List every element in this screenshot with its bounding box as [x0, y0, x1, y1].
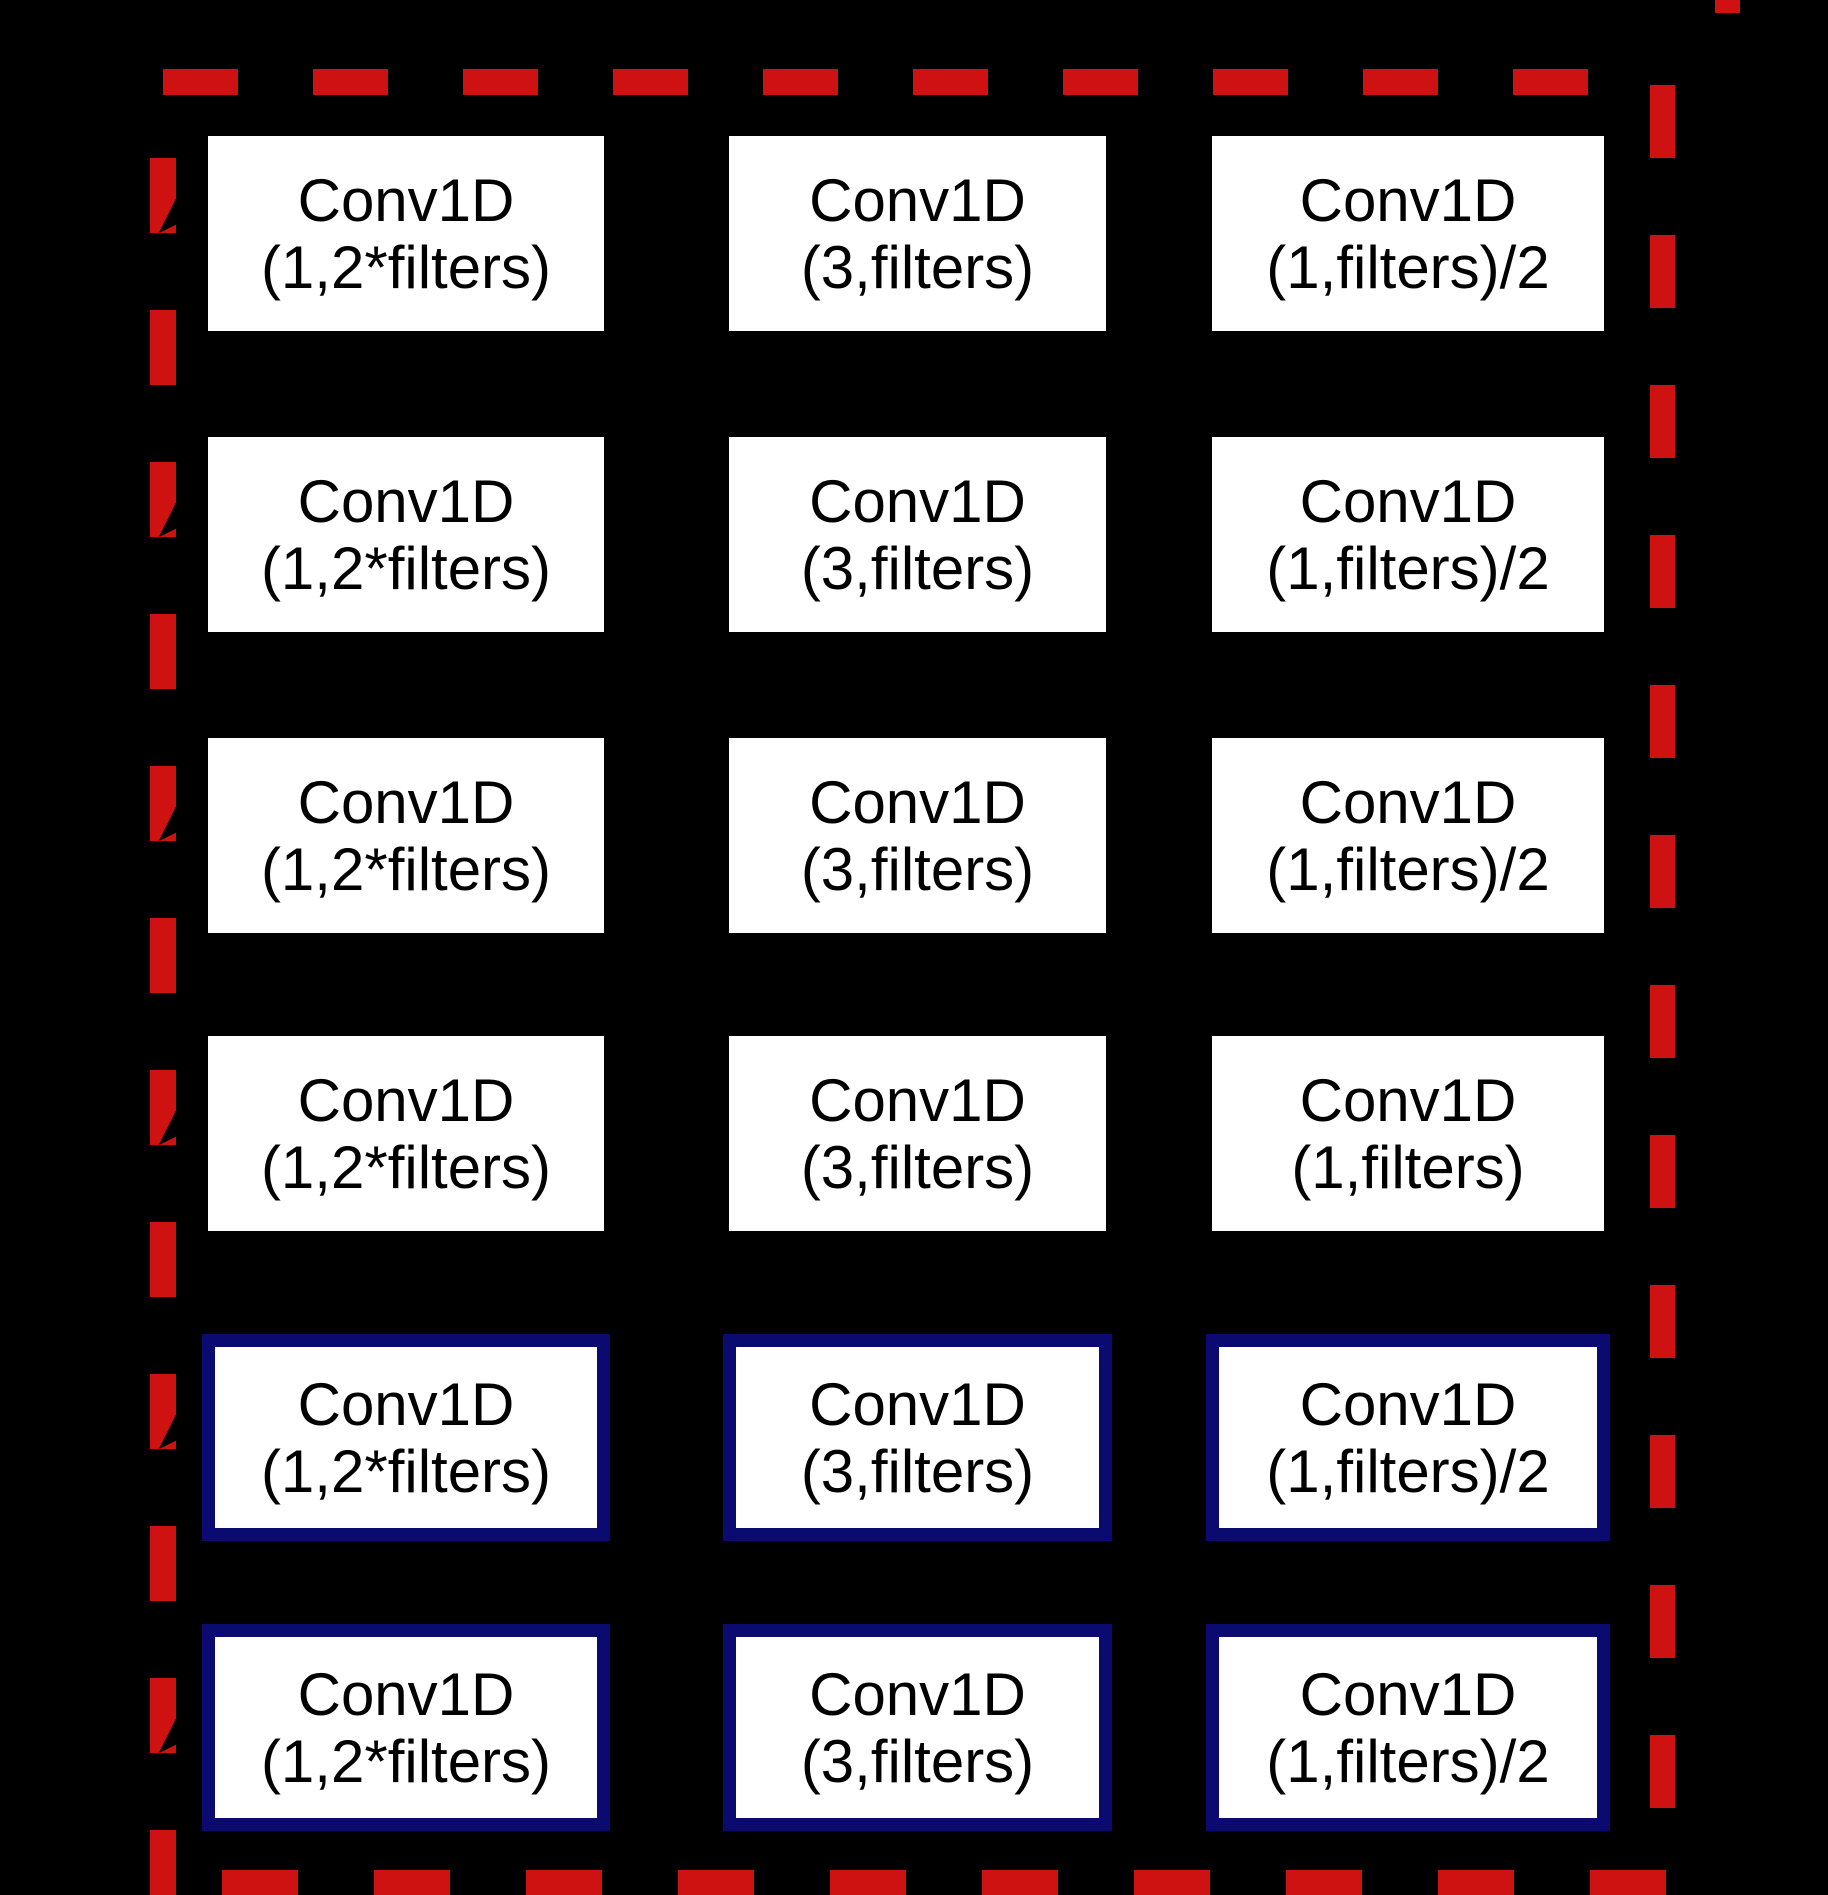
box-label-line2: (1,2*filters)	[260, 233, 552, 301]
box-label-line2: (1,filters)/2	[1266, 1727, 1550, 1795]
box-label-line2: (1,filters)/2	[1266, 233, 1550, 301]
box-label-line2: (1,2*filters)	[260, 835, 552, 903]
conv1d-box-r6c3: Conv1D (1,filters)/2	[1206, 1624, 1610, 1831]
conv1d-box-r3c1: Conv1D (1,2*filters)	[208, 738, 604, 933]
dash-fragment-top-right	[1715, 0, 1740, 13]
box-label-line2: (1,filters)/2	[1266, 1437, 1550, 1505]
box-label-line1: Conv1D	[297, 1370, 515, 1438]
box-label-line2: (3,filters)	[800, 534, 1035, 602]
conv1d-box-r5c3: Conv1D (1,filters)/2	[1206, 1334, 1610, 1541]
box-label-line1: Conv1D	[297, 166, 515, 234]
dashed-border-bottom	[222, 1870, 1666, 1895]
conv1d-box-r3c3: Conv1D (1,filters)/2	[1212, 738, 1604, 933]
box-label-line1: Conv1D	[809, 467, 1026, 535]
conv1d-box-r1c2: Conv1D (3,filters)	[729, 136, 1106, 331]
box-label-line2: (3,filters)	[800, 233, 1035, 301]
box-label-line1: Conv1D	[809, 768, 1026, 836]
box-label-line1: Conv1D	[809, 1660, 1026, 1728]
conv1d-box-r4c2: Conv1D (3,filters)	[729, 1036, 1106, 1231]
box-label-line1: Conv1D	[1299, 166, 1517, 234]
box-label-line1: Conv1D	[1299, 768, 1517, 836]
box-label-line2: (3,filters)	[800, 1727, 1035, 1795]
box-label-line1: Conv1D	[297, 1066, 515, 1134]
conv1d-box-r5c1: Conv1D (1,2*filters)	[202, 1334, 610, 1541]
box-label-line2: (3,filters)	[800, 835, 1035, 903]
box-label-line2: (1,filters)/2	[1266, 534, 1550, 602]
conv1d-box-r3c2: Conv1D (3,filters)	[729, 738, 1106, 933]
box-label-line2: (1,2*filters)	[260, 1133, 552, 1201]
dashed-border-right	[1650, 85, 1675, 1808]
conv1d-box-r1c1: Conv1D (1,2*filters)	[208, 136, 604, 331]
box-label-line2: (1,filters)/2	[1266, 835, 1550, 903]
dashed-border-top	[163, 69, 1588, 95]
box-label-line2: (3,filters)	[800, 1437, 1035, 1505]
box-label-line2: (3,filters)	[800, 1133, 1035, 1201]
box-label-line1: Conv1D	[297, 1660, 515, 1728]
box-label-line1: Conv1D	[809, 1370, 1026, 1438]
box-label-line1: Conv1D	[809, 1066, 1026, 1134]
box-label-line2: (1,2*filters)	[260, 1437, 552, 1505]
box-label-line2: (1,2*filters)	[260, 534, 552, 602]
box-label-line1: Conv1D	[1299, 1660, 1517, 1728]
box-label-line1: Conv1D	[297, 467, 515, 535]
conv1d-box-r6c1: Conv1D (1,2*filters)	[202, 1624, 610, 1831]
conv1d-box-r6c2: Conv1D (3,filters)	[723, 1624, 1112, 1831]
box-label-line2: (1,2*filters)	[260, 1727, 552, 1795]
box-label-line1: Conv1D	[1299, 1370, 1517, 1438]
box-label-line1: Conv1D	[297, 768, 515, 836]
conv1d-box-r2c2: Conv1D (3,filters)	[729, 437, 1106, 632]
box-label-line2: (1,filters)	[1291, 1133, 1525, 1201]
conv1d-box-r5c2: Conv1D (3,filters)	[723, 1334, 1112, 1541]
box-label-line1: Conv1D	[1299, 1066, 1517, 1134]
box-label-line1: Conv1D	[1299, 467, 1517, 535]
conv1d-box-r2c1: Conv1D (1,2*filters)	[208, 437, 604, 632]
conv1d-box-r4c3: Conv1D (1,filters)	[1212, 1036, 1604, 1231]
conv1d-box-r4c1: Conv1D (1,2*filters)	[208, 1036, 604, 1231]
box-label-line1: Conv1D	[809, 166, 1026, 234]
conv1d-box-r2c3: Conv1D (1,filters)/2	[1212, 437, 1604, 632]
conv1d-box-r1c3: Conv1D (1,filters)/2	[1212, 136, 1604, 331]
dashed-border-left	[150, 158, 176, 1895]
